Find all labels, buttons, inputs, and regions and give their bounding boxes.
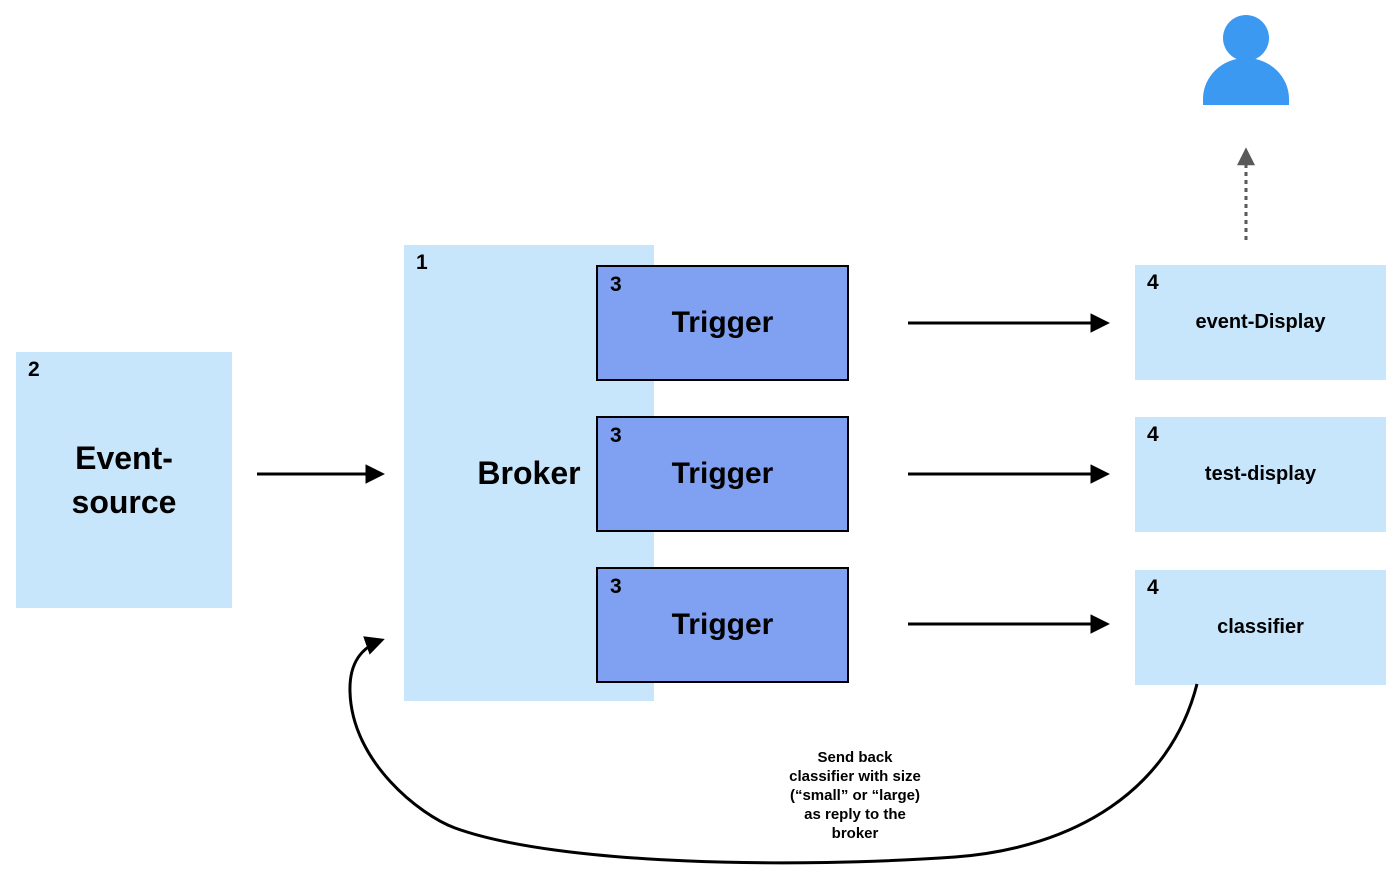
event-source-label-line1: Event- — [75, 440, 173, 476]
event-source-number: 2 — [28, 358, 40, 381]
trigger-3-number: 3 — [610, 575, 622, 598]
trigger-1-number: 3 — [610, 273, 622, 296]
sink-box-classifier: 4 classifier — [1135, 570, 1386, 685]
sink-1-number: 4 — [1147, 271, 1159, 294]
reply-annotation-line5: broker — [831, 825, 879, 842]
trigger-box-1: 3 Trigger — [596, 265, 849, 381]
trigger-1-label: Trigger — [671, 306, 774, 339]
reply-annotation: Send back classifier with size (“small” … — [753, 748, 957, 843]
sink-2-label: test-display — [1204, 463, 1317, 485]
sink-box-event-display: 4 event-Display — [1135, 265, 1386, 380]
reply-annotation-line1: Send back — [817, 749, 893, 766]
event-source-box: 2 Event- source — [16, 352, 232, 608]
trigger-2-label: Trigger — [671, 457, 774, 490]
event-source-label: Event- source — [16, 352, 232, 608]
reply-annotation-line3: (“small” or “large) — [789, 787, 921, 804]
sink-3-number: 4 — [1147, 576, 1159, 599]
trigger-box-2: 3 Trigger — [596, 416, 849, 532]
sink-3-label: classifier — [1217, 616, 1304, 638]
sink-box-test-display: 4 test-display — [1135, 417, 1386, 532]
reply-annotation-line4: as reply to the — [804, 806, 906, 823]
trigger-2-number: 3 — [610, 424, 622, 447]
person-icon — [1203, 15, 1289, 105]
sink-2-number: 4 — [1147, 423, 1159, 446]
broker-label: Broker — [477, 454, 581, 491]
reply-annotation-line2: classifier with size — [789, 768, 921, 785]
broker-number: 1 — [416, 251, 428, 274]
sink-1-label: event-Display — [1195, 311, 1326, 333]
trigger-box-3: 3 Trigger — [596, 567, 849, 683]
event-source-label-line2: source — [71, 484, 177, 520]
trigger-3-label: Trigger — [671, 608, 774, 641]
